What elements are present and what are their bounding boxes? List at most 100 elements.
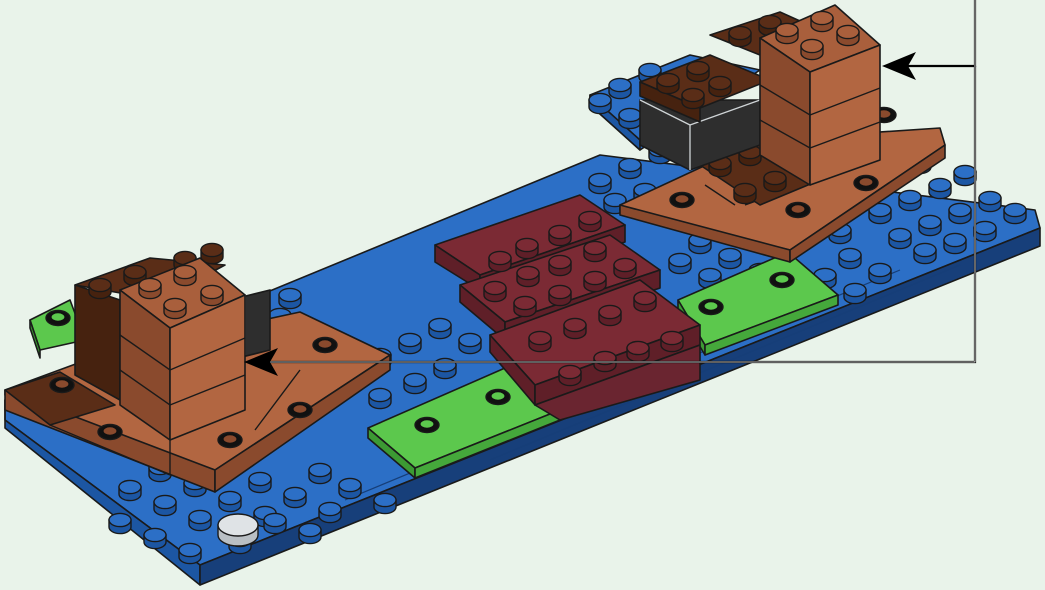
- stud-top: [661, 331, 683, 344]
- maroon-stud: [634, 291, 656, 311]
- blue-stud: [399, 333, 421, 353]
- right-base-stud: [854, 176, 878, 191]
- stud-top: [889, 228, 911, 241]
- darkbrown-stud: [734, 183, 756, 203]
- stud-top: [249, 472, 271, 485]
- stud-top: [109, 513, 131, 526]
- stud-top: [459, 333, 481, 346]
- blue-stud: [844, 283, 866, 303]
- stud-top: [801, 39, 823, 52]
- stud-top: [201, 285, 223, 298]
- green-tile-stud: [486, 390, 510, 405]
- stud-top: [144, 528, 166, 541]
- stud-top: [549, 285, 571, 298]
- stud-top: [974, 221, 996, 234]
- brown-stud: [776, 23, 798, 43]
- blue-stud: [979, 191, 1001, 211]
- stud-top: [979, 191, 1001, 204]
- stud-top: [914, 243, 936, 256]
- blue-stud: [219, 491, 241, 511]
- green-tile-stud: [699, 300, 723, 315]
- brown-stud: [174, 265, 196, 285]
- stud-top: [634, 291, 656, 304]
- stud-top: [369, 388, 391, 401]
- maroon-stud: [661, 331, 683, 351]
- stud-top: [599, 305, 621, 318]
- stud-top: [811, 11, 833, 24]
- blue-stud: [619, 158, 641, 178]
- stud-top: [517, 266, 539, 279]
- stud-top: [559, 365, 581, 378]
- blue-stud: [899, 190, 921, 210]
- stud-top: [709, 76, 731, 89]
- blue-stud: [279, 288, 301, 308]
- stud-top: [687, 61, 709, 74]
- maroon-stud: [489, 251, 511, 271]
- stud-top: [682, 88, 704, 101]
- stud-top: [399, 333, 421, 346]
- maroon-stud: [549, 285, 571, 305]
- maroon-stud: [529, 331, 551, 351]
- stud-top: [699, 268, 721, 281]
- blue-stud: [609, 78, 631, 98]
- stud-top: [404, 373, 426, 386]
- stud-top: [264, 513, 286, 526]
- stud-top: [954, 165, 976, 178]
- stud-top: [549, 255, 571, 268]
- hollow-stud-hole: [318, 340, 332, 349]
- stud-top: [589, 173, 611, 186]
- blue-stud: [109, 513, 131, 533]
- blue-stud: [719, 248, 741, 268]
- blue-stud: [459, 333, 481, 353]
- stud-top: [89, 278, 111, 291]
- brown-stud: [139, 278, 161, 298]
- maroon-stud: [579, 211, 601, 231]
- blue-stud: [669, 253, 691, 273]
- maroon-stud: [584, 241, 606, 261]
- blue-stud: [284, 487, 306, 507]
- stud-top: [657, 73, 679, 86]
- stud-top: [514, 296, 536, 309]
- stud-top: [869, 263, 891, 276]
- green-tile-stud: [770, 273, 794, 288]
- blue-stud: [889, 228, 911, 248]
- blue-stud: [374, 493, 396, 513]
- blue-stud: [914, 243, 936, 263]
- brown-stud: [837, 25, 859, 45]
- maroon-stud: [559, 365, 581, 385]
- hollow-stud-hole: [859, 178, 873, 187]
- hollow-stud-hole: [293, 405, 307, 414]
- stud-top: [219, 491, 241, 504]
- maroon-stud: [484, 281, 506, 301]
- stud-top: [584, 271, 606, 284]
- stud-top: [719, 248, 741, 261]
- hollow-stud-hole: [491, 392, 505, 401]
- blue-stud: [309, 463, 331, 483]
- blue-stud: [589, 173, 611, 193]
- left-base-stud: [313, 338, 337, 353]
- blue-stud: [119, 480, 141, 500]
- maroon-stud: [627, 341, 649, 361]
- white-tile-top: [218, 514, 258, 536]
- stud-top: [609, 78, 631, 91]
- stud-top: [484, 281, 506, 294]
- right-base-stud: [786, 203, 810, 218]
- blue-stud: [429, 318, 451, 338]
- stud-top: [284, 487, 306, 500]
- blue-stud: [839, 248, 861, 268]
- darkbrown-stud: [729, 26, 751, 46]
- darkbrown-stud: [709, 76, 731, 96]
- brown-stud: [801, 39, 823, 59]
- stud-top: [764, 171, 786, 184]
- hollow-stud-hole: [223, 435, 237, 444]
- hollow-stud-hole: [51, 313, 65, 322]
- stud-top: [299, 523, 321, 536]
- blue-stud: [339, 478, 361, 498]
- maroon-stud: [564, 318, 586, 338]
- stud-top: [589, 93, 611, 106]
- maroon-stud: [516, 238, 538, 258]
- maroon-stud: [549, 225, 571, 245]
- hollow-stud-hole: [420, 420, 434, 429]
- blue-stud: [919, 215, 941, 235]
